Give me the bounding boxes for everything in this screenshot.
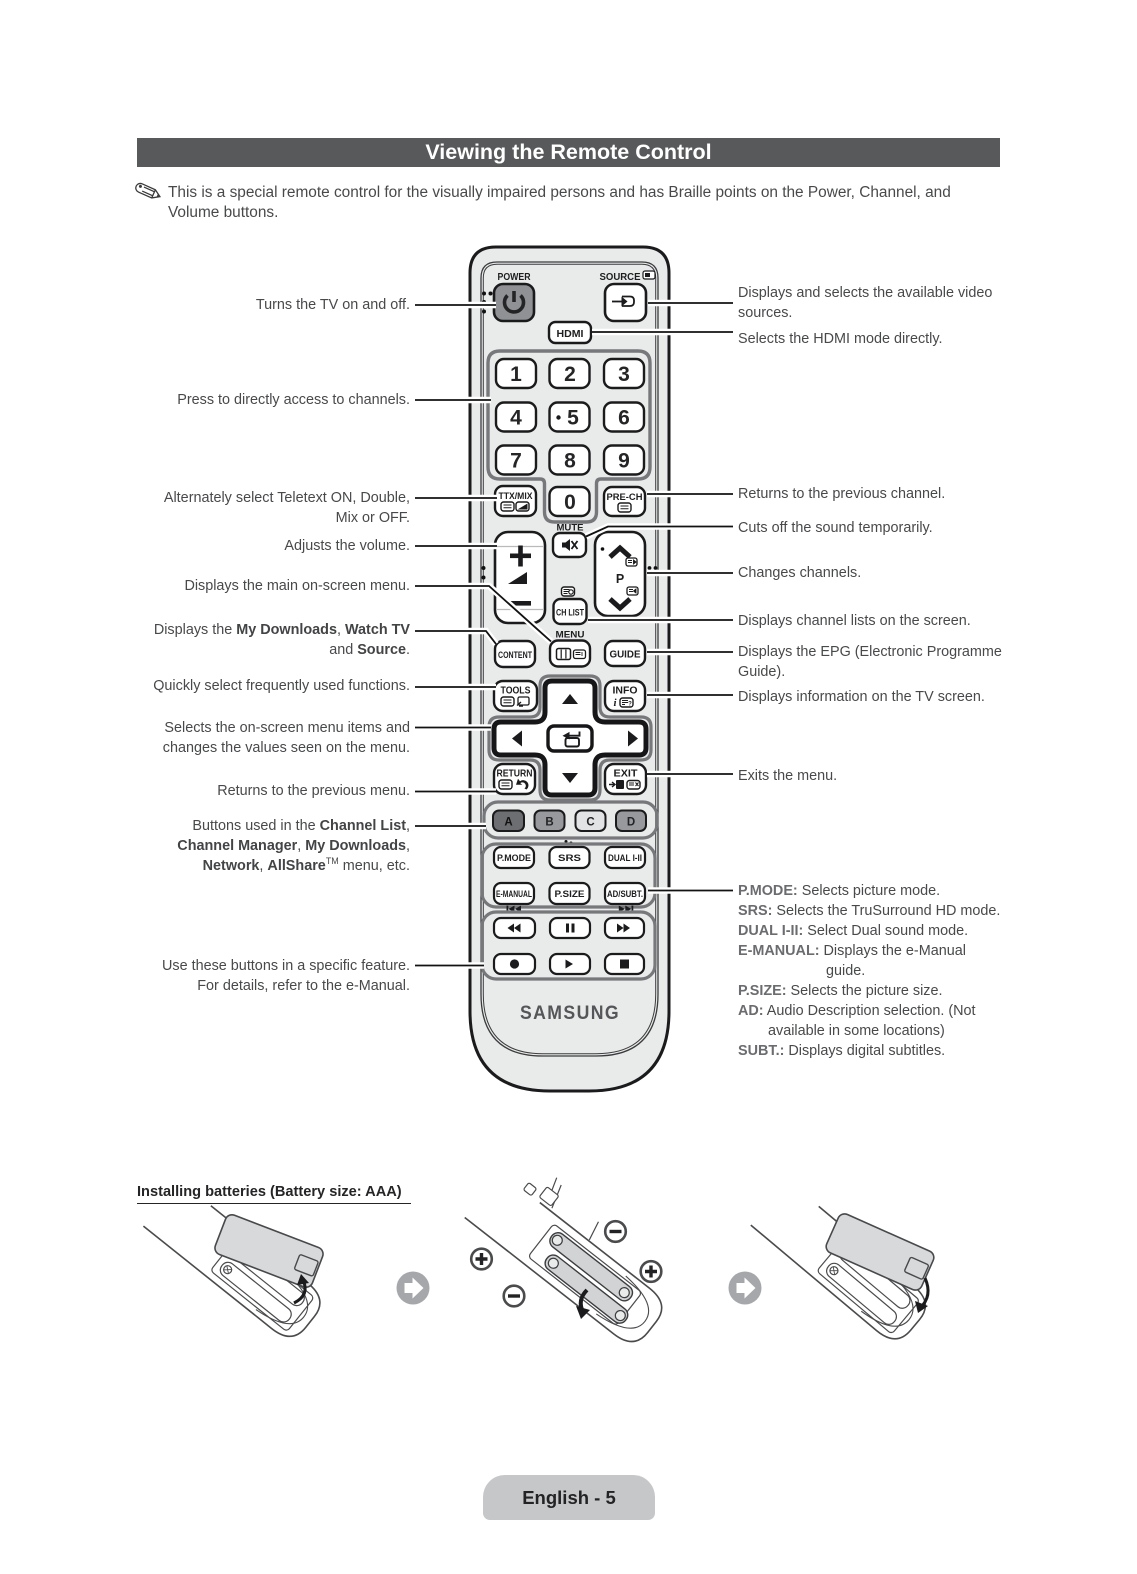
svg-text:?: ? [628, 702, 632, 708]
svg-text:2: 2 [564, 363, 576, 386]
svg-text:0: 0 [564, 491, 576, 514]
svg-text:8: 8 [564, 450, 576, 473]
svg-text:E-MANUAL: E-MANUAL [496, 889, 532, 900]
svg-text:CONTENT: CONTENT [498, 650, 532, 661]
svg-text:SRS: SRS [558, 853, 581, 864]
svg-text:GUIDE: GUIDE [610, 649, 641, 661]
svg-text:3: 3 [618, 363, 630, 386]
svg-text:4: 4 [510, 407, 522, 430]
svg-text:P.SIZE: P.SIZE [555, 889, 585, 900]
svg-text:B: B [545, 817, 553, 829]
svg-text:i: i [613, 697, 617, 709]
svg-text:MUTE: MUTE [557, 523, 584, 534]
svg-text:EXIT: EXIT [614, 768, 639, 780]
svg-text:AD/SUBT.: AD/SUBT. [607, 889, 643, 900]
svg-text:CH LIST: CH LIST [556, 608, 584, 619]
svg-text:INFO: INFO [613, 685, 638, 697]
svg-text:HDMI: HDMI [557, 328, 584, 340]
svg-text:6: 6 [618, 407, 630, 430]
svg-text:5: 5 [567, 407, 579, 430]
svg-text:DUAL I-II: DUAL I-II [608, 853, 642, 864]
svg-text:A: A [504, 817, 512, 829]
svg-text:9: 9 [618, 450, 630, 473]
svg-text:SOURCE: SOURCE [600, 272, 641, 283]
svg-text:PRE-CH: PRE-CH [607, 492, 643, 503]
svg-text:P.MODE: P.MODE [497, 853, 531, 864]
svg-text:7: 7 [510, 450, 522, 473]
svg-text:D: D [627, 817, 635, 829]
svg-text:C: C [586, 817, 594, 829]
svg-text:TOOLS: TOOLS [501, 686, 531, 697]
svg-text:P: P [616, 572, 624, 586]
svg-text:TTX/MIX: TTX/MIX [499, 491, 534, 502]
svg-text:SAMSUNG: SAMSUNG [520, 1003, 620, 1024]
svg-text:1: 1 [510, 363, 522, 386]
svg-text:MENU: MENU [556, 630, 585, 641]
svg-text:RETURN: RETURN [497, 769, 533, 780]
svg-text:POWER: POWER [498, 272, 532, 283]
